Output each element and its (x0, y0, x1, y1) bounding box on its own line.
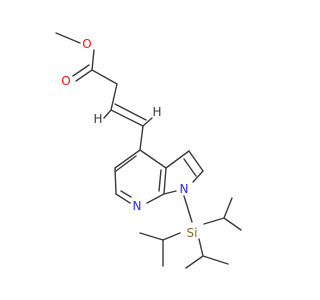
bond-ipr3-me1 (185, 255, 204, 269)
bond-c3-c2-inner (183, 158, 197, 177)
bond-c3-c4 (110, 83, 118, 111)
atom-label-n-pyrrole: N (180, 182, 189, 196)
atom-label-n-pyridine: N (133, 199, 142, 213)
bond-ipr2-me1 (139, 232, 164, 241)
bond-o-carbonyl-carbon (91, 49, 95, 71)
bond-c2-c3 (91, 69, 118, 85)
bond-carbonyl-double-b (72, 64, 90, 77)
bond-c4-c5 (114, 149, 141, 169)
stereo-label-h-a: H (93, 112, 102, 126)
bond-methyl-o (55, 32, 81, 44)
bond-h-b (142, 117, 153, 127)
stereo-label-h-b: H (152, 105, 161, 119)
bond-c3a-c4 (139, 149, 167, 169)
alkene-chain (103, 83, 153, 151)
bond-ipr3-me2 (202, 255, 229, 265)
bond-c5-ring (139, 125, 144, 151)
bond-n1-si (183, 195, 193, 223)
bond-c3a-c3 (165, 150, 190, 169)
bond-ipr1-me2 (223, 197, 233, 219)
molecule-diagram: O O N N Si H H (55, 32, 242, 269)
atom-label-o-carbonyl: O (61, 74, 70, 88)
bond-si-ipr2 (162, 232, 181, 241)
atom-label-o-ester: O (82, 37, 91, 51)
bond-ipr1-me1 (223, 217, 242, 231)
bond-c6-n (115, 193, 131, 204)
bond-c6-n-inner (120, 190, 132, 198)
bond-alkene-a (110, 109, 144, 127)
pyridine-ring (114, 149, 167, 204)
bond-carbonyl-double-a (75, 69, 93, 82)
pyrrole-ring (163, 150, 204, 195)
ester-group (55, 32, 118, 85)
bond-c3-c2 (188, 150, 204, 172)
bond-c5-c6 (114, 167, 117, 195)
bond-c7a-c3a-inner (158, 169, 162, 192)
bond-si-ipr3 (198, 238, 204, 257)
structure-drawing: O O N N Si H H (55, 32, 242, 269)
bond-alkene-b (114, 103, 147, 121)
atom-label-si: Si (187, 226, 198, 240)
silyl-group (139, 195, 242, 269)
bond-n-c7a (146, 193, 165, 204)
bond-h-a (103, 109, 112, 119)
bond-c2-n1 (192, 170, 204, 183)
bond-si-ipr1 (203, 217, 225, 225)
bond-c7a-c3a (163, 167, 167, 195)
bond-c4-c5-inner (115, 155, 137, 172)
bond-n1-c7a (163, 190, 177, 195)
